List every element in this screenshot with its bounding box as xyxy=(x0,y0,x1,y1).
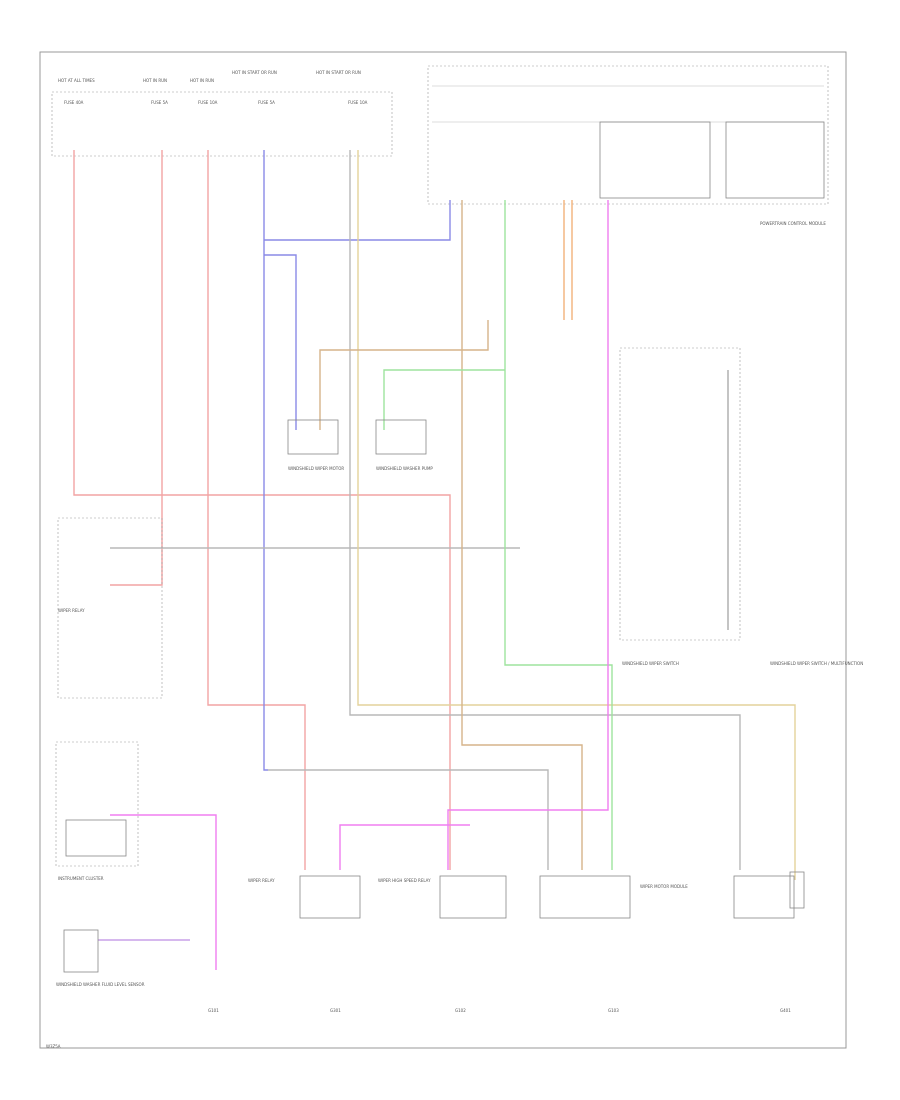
ground-label-4: G401 xyxy=(780,1008,791,1013)
ground-label-3: G103 xyxy=(608,1008,619,1013)
module-label-relay-left: WIPER RELAY xyxy=(58,608,85,613)
fuse-label-2: FUSE 10A xyxy=(198,100,218,105)
ground-label-1: G301 xyxy=(330,1008,341,1013)
ground-label-2: G102 xyxy=(455,1008,466,1013)
module-label-bottom-right: WINDSHIELD WIPER SWITCH / MULTIFUNCTION xyxy=(770,661,863,666)
header-labels: HOT AT ALL TIMES HOT IN RUN HOT IN RUN H… xyxy=(58,70,361,83)
module-label-relay-mid: WIPER RELAY xyxy=(248,878,275,883)
fuse-box: FUSE 40A FUSE 5A FUSE 10A FUSE 5A FUSE 1… xyxy=(51,91,393,157)
header-label-2: HOT IN RUN xyxy=(190,78,214,83)
module-label-wiper-2: WINDSHIELD WASHER PUMP xyxy=(376,466,433,471)
header-label-4: HOT IN START OR RUN xyxy=(316,70,361,75)
ground-label-0: G101 xyxy=(208,1008,219,1013)
diagram-frame xyxy=(39,51,847,1049)
fuse-label-4: FUSE 10A xyxy=(348,100,368,105)
fuse-label-0: FUSE 40A xyxy=(64,100,84,105)
wires xyxy=(73,150,796,970)
module-label-wiper-1: WINDSHIELD WIPER MOTOR xyxy=(288,466,344,471)
windshield-wiper-switch: WINDSHIELD WIPER SWITCH WINDSHIELD WIPER… xyxy=(619,347,863,666)
grounds: G101 G301 G102 G103 G401 xyxy=(208,1008,791,1013)
module-label-top-right: POWERTRAIN CONTROL MODULE xyxy=(760,221,826,226)
bottom-relays: WIPER RELAY WIPER HIGH SPEED RELAY WIPER… xyxy=(248,871,805,919)
wiper-motors: WINDSHIELD WIPER MOTOR WINDSHIELD WASHER… xyxy=(287,419,433,471)
footer-code: W3Z5A xyxy=(46,1044,61,1049)
washer-fluid-sensor: WINDSHIELD WASHER FLUID LEVEL SENSOR xyxy=(56,929,145,987)
relay-left-block: WIPER RELAY xyxy=(57,517,163,699)
header-label-1: HOT IN RUN xyxy=(143,78,167,83)
fuse-label-1: FUSE 5A xyxy=(151,100,168,105)
header-label-0: HOT AT ALL TIMES xyxy=(58,78,95,83)
header-label-3: HOT IN START OR RUN xyxy=(232,70,277,75)
module-label-switch-panel: WINDSHIELD WIPER SWITCH xyxy=(622,661,679,666)
module-label-relay-high: WIPER HIGH SPEED RELAY xyxy=(378,878,431,883)
module-label-cluster: INSTRUMENT CLUSTER xyxy=(58,876,104,881)
module-label-lower-left: WINDSHIELD WASHER FLUID LEVEL SENSOR xyxy=(56,982,145,987)
module-label-relay-right: WIPER MOTOR MODULE xyxy=(640,884,688,889)
fuse-label-3: FUSE 5A xyxy=(258,100,275,105)
instrument-cluster: INSTRUMENT CLUSTER xyxy=(55,741,139,881)
powertrain-control-module: POWERTRAIN CONTROL MODULE xyxy=(427,65,829,226)
